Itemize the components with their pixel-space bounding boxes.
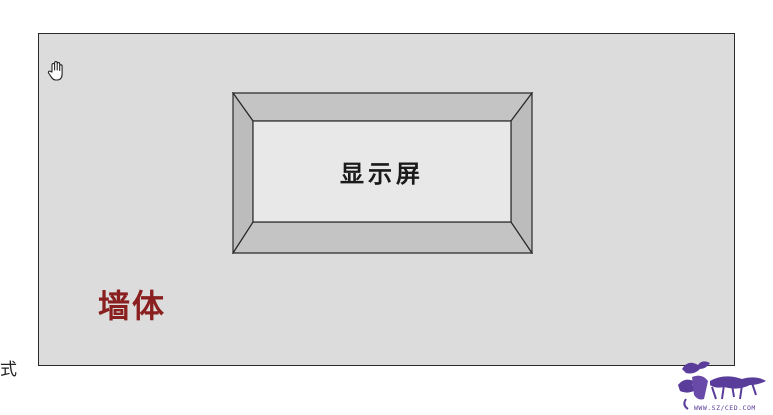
screen-frame — [232, 92, 533, 254]
edge-text-fragment: 式 — [0, 360, 17, 380]
frame-bevel-bottom — [232, 221, 533, 254]
site-logo-watermark: WWW.SZ/CED.COM — [678, 361, 766, 412]
hand-pointer-icon — [47, 60, 63, 81]
frame-bevel-top — [232, 92, 533, 122]
watermark-url: WWW.SZ/CED.COM — [694, 404, 756, 412]
screen-surface — [252, 120, 512, 223]
wall-label: 墙体 — [98, 287, 167, 325]
screen-label: 显示屏 — [340, 160, 424, 188]
